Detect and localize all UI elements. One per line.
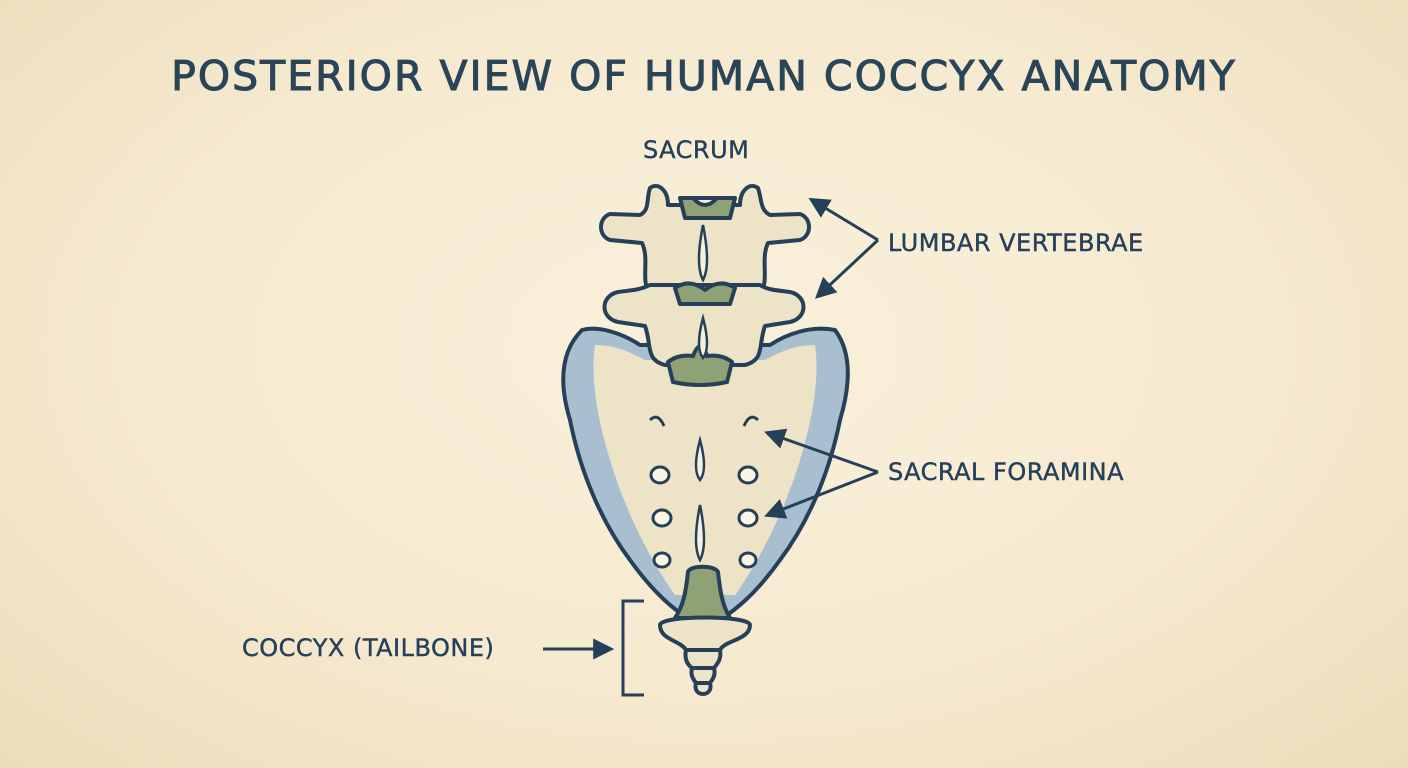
median-crest: [694, 435, 706, 563]
label-coccyx: COCCYX (TAILBONE): [242, 634, 495, 662]
spinous-processes: [697, 224, 709, 361]
coccyx-cartilage: [671, 564, 734, 620]
label-sacral-foramina: SACRAL FORAMINA: [888, 458, 1125, 486]
coccyx-pointer: [543, 599, 644, 697]
label-lumbar-vertebrae: LUMBAR VERTEBRAE: [888, 229, 1144, 257]
label-sacrum: SACRUM: [643, 136, 750, 164]
coccyx-bone: [658, 615, 752, 696]
lumbar-pointer-arrows: [808, 197, 880, 299]
sacrum-bone: [561, 326, 850, 622]
sacral-foramina: [648, 415, 760, 569]
sacral-canal: [665, 344, 735, 387]
foramina-pointer-arrows: [764, 428, 879, 519]
page-title: POSTERIOR VIEW OF HUMAN COCCYX ANATOMY: [171, 52, 1237, 101]
